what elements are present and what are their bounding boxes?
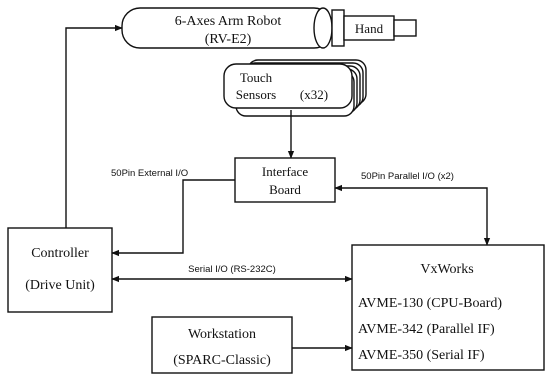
interface-line2: Board (269, 182, 301, 197)
serial-io-label: Serial I/O (RS-232C) (188, 264, 276, 275)
vxworks-board-2: AVME-342 (Parallel IF) (358, 322, 495, 337)
robot-model: (RV-E2) (205, 32, 252, 47)
controller-line2: (Drive Unit) (25, 278, 95, 293)
interface-vxworks-arrow (335, 188, 487, 245)
controller-block: Controller (Drive Unit) (8, 228, 112, 312)
parallel-io-label: 50Pin Parallel I/O (x2) (361, 171, 454, 182)
vxworks-block: VxWorks AVME-130 (CPU-Board) AVME-342 (P… (352, 245, 544, 370)
sensors-line1: Touch (240, 70, 273, 85)
workstation-line2: (SPARC-Classic) (173, 353, 271, 368)
external-io-label: 50Pin External I/O (111, 168, 188, 179)
interface-to-controller-arrow (112, 180, 235, 253)
sensors-count: (x32) (300, 87, 328, 102)
touch-sensors-block: Touch Sensors (x32) (224, 60, 366, 116)
vxworks-title: VxWorks (420, 262, 473, 277)
robot-title: 6-Axes Arm Robot (175, 14, 282, 29)
arm-robot-block: 6-Axes Arm Robot (RV-E2) (122, 8, 332, 48)
interface-line1: Interface (262, 164, 308, 179)
interface-board-block: Interface Board (235, 158, 335, 202)
hand-block: Hand (332, 10, 416, 46)
vxworks-board-3: AVME-350 (Serial IF) (358, 348, 485, 363)
workstation-line1: Workstation (188, 327, 256, 342)
workstation-block: Workstation (SPARC-Classic) (152, 317, 292, 373)
hand-label: Hand (355, 21, 384, 36)
sensors-line2: Sensors (236, 87, 276, 102)
vxworks-board-1: AVME-130 (CPU-Board) (358, 296, 502, 311)
controller-to-robot-arrow (66, 28, 122, 228)
controller-line1: Controller (31, 246, 89, 261)
